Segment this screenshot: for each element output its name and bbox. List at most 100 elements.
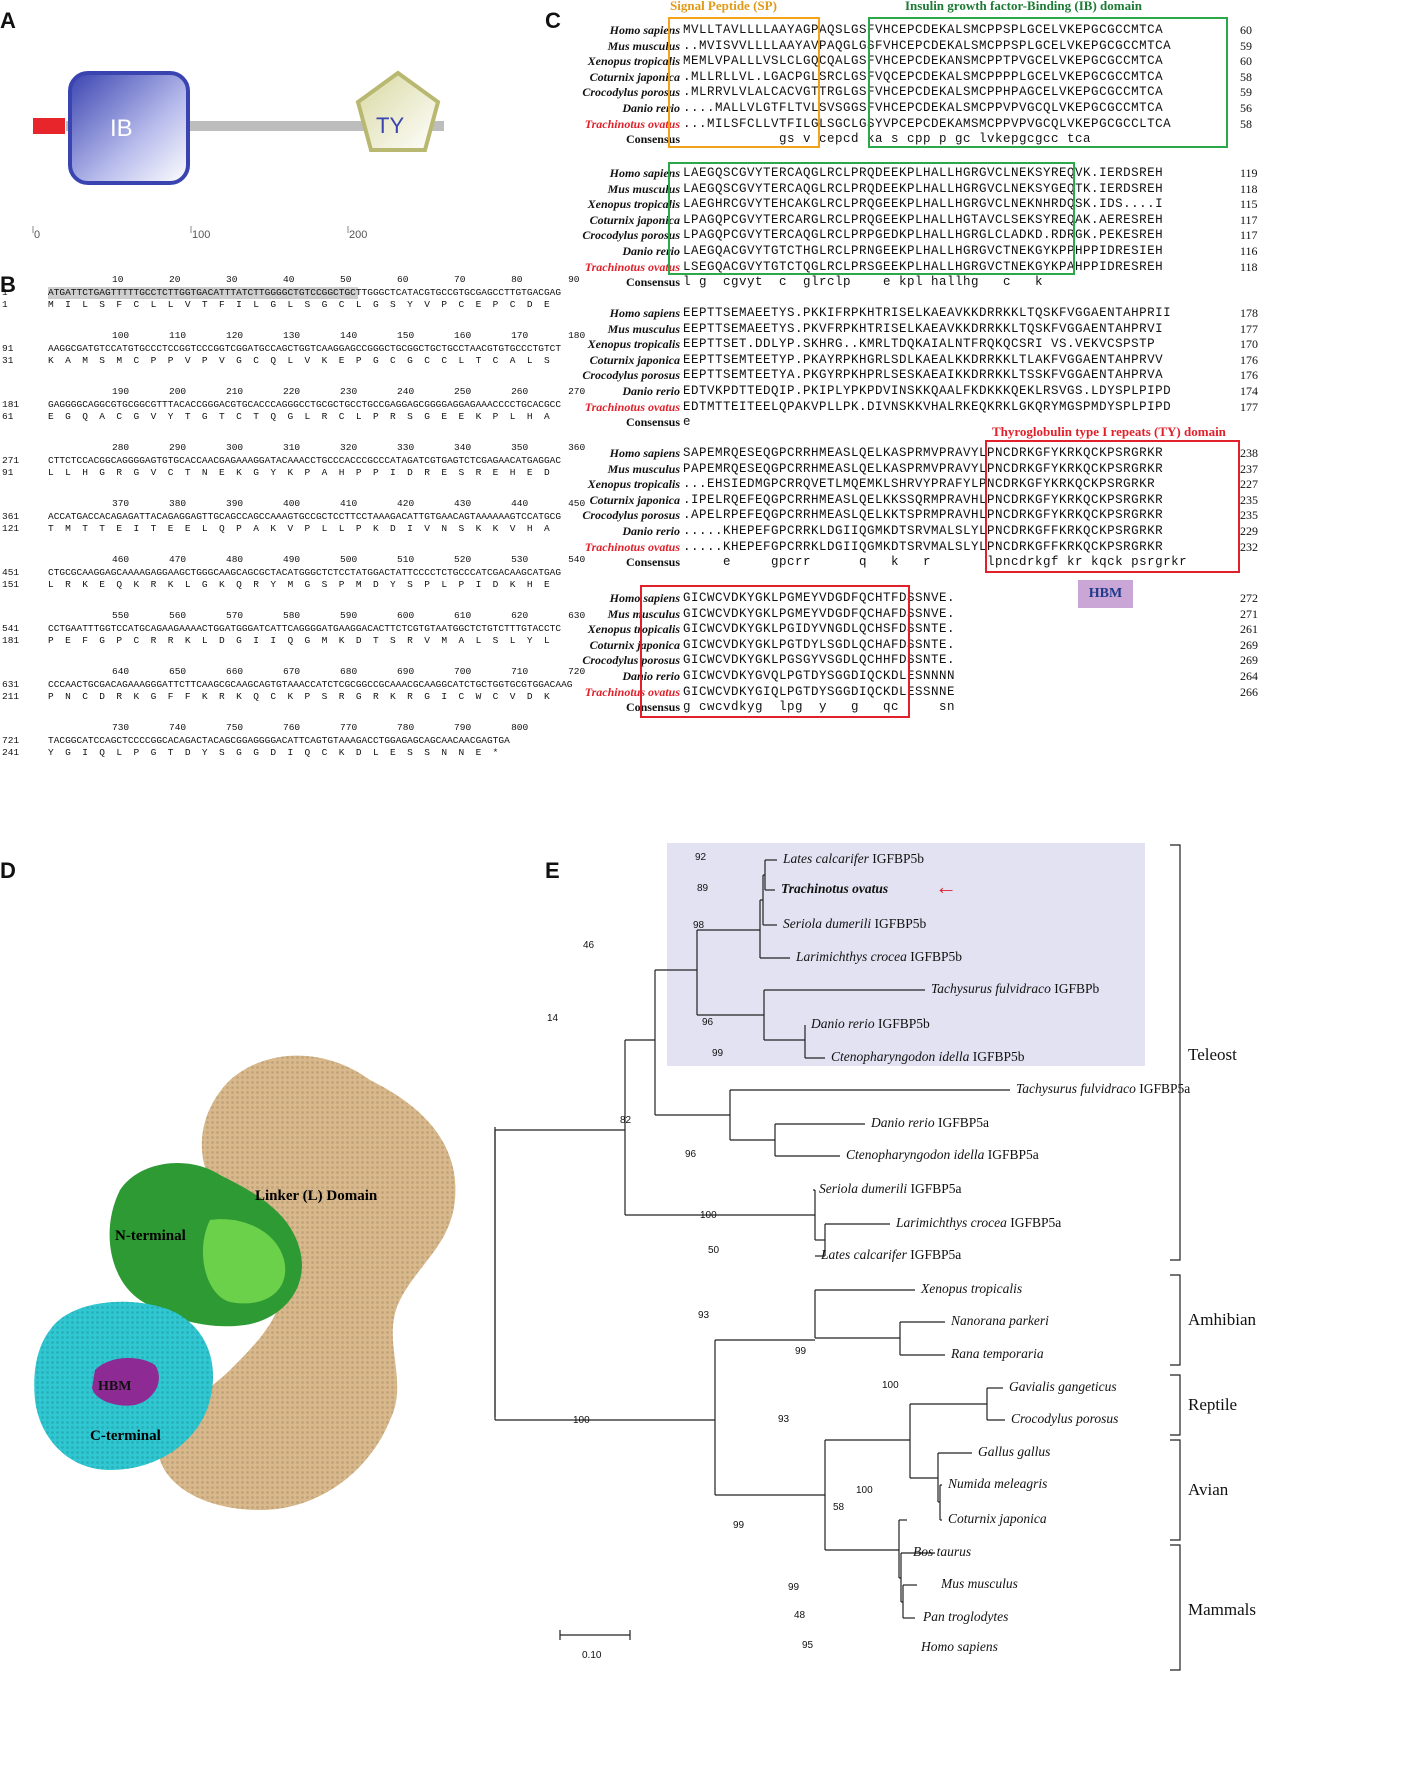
taxon-species: Seriola dumerili [783, 916, 872, 931]
nt-index: 451 [2, 567, 20, 578]
amino-acid-row: L L H G R G V C T N E K G Y K P A H P P … [48, 467, 550, 478]
nucleotide-row: GAGGGGCAGGCGTGCGGCGTTTACACCGGGACGTGCACCC… [48, 399, 562, 410]
group-label: Mammals [1188, 1600, 1256, 1619]
aligned-sequence: GICWCVDKYGKLPGMEYVDGDFQCHAFDSSNVE. [683, 606, 956, 621]
taxon-species: Tachysurus fulvidraco [931, 981, 1051, 996]
taxon-gene: IGFBP5a [984, 1147, 1039, 1162]
aligned-sequence: LAEGHRCGVYTEHCAKGLRCLPRQGEEKPLHALLHGRGVC… [683, 197, 1164, 212]
panel-label-c: C [545, 8, 561, 33]
axis-label-0: 0 [34, 229, 40, 241]
residue-count: 261 [1240, 622, 1258, 637]
amino-acid-row: P N C D R K G F F K R K Q C K P S R G R … [48, 691, 550, 702]
signal-peptide-box [668, 17, 820, 148]
aa-index: 1 [2, 299, 8, 310]
taxon-species: Xenopus tropicalis [921, 1281, 1023, 1296]
teleost-b-clade-shading [667, 843, 1145, 1066]
species-name: Trachinotus ovatus [584, 399, 680, 414]
ib-domain-block [68, 71, 190, 185]
aligned-sequence: MEMLVPALLLVSLCLGQCQALGSFVHCEPCDEKANSMCPP… [683, 54, 1164, 69]
species-name: Coturnix japonica [589, 212, 680, 227]
panel-label-e: E [545, 858, 560, 883]
nt-index: 721 [2, 735, 20, 746]
nucleotide-row: ATGATTCTGAGTTTTTGCCTCTTGGTGACATTTATCTTGG… [48, 287, 562, 299]
taxon-species: Larimichthys crocea [896, 1215, 1007, 1230]
aa-index: 211 [2, 691, 20, 702]
species-name: Xenopus tropicalis [587, 54, 680, 69]
residue-count: 177 [1240, 321, 1258, 336]
aligned-sequence: LPAGQPCGVYTERCAQGLRCLPRPGEDKPLHALLHGRGLC… [683, 228, 1164, 243]
bootstrap-value: 58 [833, 1502, 845, 1513]
residue-count: 269 [1240, 637, 1258, 652]
residue-count: 177 [1240, 399, 1258, 414]
residue-count: 59 [1240, 85, 1252, 100]
taxon-label: Xenopus tropicalis [921, 1281, 1022, 1297]
residue-count: 58 [1240, 69, 1252, 84]
residue-count: 266 [1240, 684, 1258, 699]
aligned-sequence: .....KHEPEFGPCRRKLDGIIQGMKDTSRVMALSLYLPN… [683, 539, 1164, 554]
nucleotide-row: AAGGCGATGTCCATGTGCCCTCCGGTCCCGGTCGGATGCC… [48, 343, 562, 354]
taxon-label: Trachinotus ovatus [781, 881, 888, 897]
aligned-sequence: PAPEMRQESEQGPCRRHMEASLQELKASPRMVPRAVYLPN… [683, 461, 1164, 476]
bootstrap-value: 50 [708, 1245, 720, 1256]
ty-domain-block [355, 70, 441, 152]
taxon-species: Danio rerio [811, 1016, 875, 1031]
residue-count: 117 [1240, 212, 1258, 227]
taxon-species: Pan troglodytes [923, 1609, 1009, 1624]
taxon-species: Rana temporaria [951, 1346, 1044, 1361]
species-name: Xenopus tropicalis [587, 197, 680, 212]
n-terminal-label: N-terminal [115, 1228, 186, 1244]
taxon-gene: IGFBP5a [1135, 1081, 1191, 1096]
bootstrap-value: 100 [882, 1380, 899, 1391]
highlight-arrow-icon: ← [935, 874, 957, 899]
bootstrap-value: 14 [547, 1013, 559, 1024]
taxon-species: Numida meleagris [948, 1476, 1048, 1491]
bootstrap-value: 48 [794, 1610, 806, 1621]
taxon-label: Seriola dumerili IGFBP5a [819, 1181, 962, 1197]
taxon-label: Bos taurus [913, 1544, 971, 1560]
residue-count: 264 [1240, 669, 1258, 683]
seq-position-ruler: 280 290 300 310 320 330 340 350 360 [112, 442, 586, 453]
nucleotide-row: ACCATGACCACAGAGATTACAGAGGAGTTGCAGCCAGCCA… [48, 511, 562, 522]
aligned-sequence: GICWCVDKYGKLPGSGYVSGDLQCHHFDSSNTE. [683, 653, 956, 668]
aligned-sequence: LPAGQPCGVYTERCARGLRCLPRQGEEKPLHALLHGTAVC… [683, 212, 1164, 227]
aligned-sequence: EDTMTTEITEELQPAKVPLLPK.DIVNSKKVHALRKEQKR… [683, 399, 1172, 414]
species-name: Homo sapiens [609, 591, 680, 605]
residue-count: 60 [1240, 23, 1252, 37]
seq-position-ruler: 640 650 660 670 680 690 700 710 720 [112, 666, 586, 677]
ty-title: Thyroglobulin type I repeats (TY) domain [992, 424, 1226, 439]
aligned-sequence: EDTVKPDTTEDQIP.PKIPLYPKPDVINSKKQAALFKDKK… [683, 384, 1172, 398]
nucleotide-row: CTGCGCAAGGAGCAAAAGAGGAAGCTGGGCAAGCAGCGCT… [48, 567, 562, 578]
taxon-gene: IGFBP5a [934, 1115, 990, 1130]
residue-count: 59 [1240, 38, 1252, 53]
taxon-species: Danio rerio [871, 1115, 935, 1130]
species-name: Trachinotus ovatus [584, 116, 680, 131]
cdna-sequence-panel: 10 20 30 40 50 60 70 80 90 1 ATGATTCTGAGTT… [0, 272, 585, 792]
nt-index: 181 [2, 399, 20, 410]
taxon-species: Homo sapiens [921, 1639, 998, 1654]
linker-domain-label: Linker (L) Domain [255, 1188, 378, 1204]
residue-count: 60 [1240, 54, 1252, 69]
species-name: Crocodylus porosus [582, 228, 680, 243]
aligned-sequence: GICWCVDKYGKLPGTDYLSGDLQCHAFDSSNTE. [683, 637, 956, 652]
residue-count: 227 [1240, 477, 1258, 492]
ty-domain-label: TY [376, 113, 404, 138]
taxon-species: Crocodylus porosus [1011, 1411, 1119, 1426]
residue-count: 116 [1240, 244, 1258, 258]
taxon-gene: IGFBPb [1050, 981, 1100, 996]
panel-label-b: B [0, 272, 16, 297]
aligned-sequence: ...MILSFCLLVTFILGLSGCLGSYVPCEPCDEKAMSMCP… [683, 116, 1172, 131]
ty-domain-box-2 [640, 585, 910, 718]
species-name: Crocodylus porosus [582, 508, 680, 523]
taxon-label: Numida meleagris [948, 1476, 1047, 1492]
residue-count: 272 [1240, 591, 1258, 605]
group-label: Reptile [1188, 1395, 1238, 1414]
aligned-sequence: MVLLTAVLLLLAAYAGPAQSLGSFVHCEPCDEKALSMCPP… [683, 23, 1164, 37]
bootstrap-value: 46 [583, 940, 595, 951]
axis-label-100: 100 [192, 229, 210, 241]
sp-title: Signal Peptide (SP) [670, 0, 777, 13]
taxon-species: Gavialis gangeticus [1009, 1379, 1117, 1394]
bootstrap-value: 99 [712, 1048, 724, 1059]
taxon-gene: IGFBP5a [907, 1181, 962, 1196]
bootstrap-value: 98 [693, 920, 705, 931]
seq-position-ruler: 10 20 30 40 50 60 70 80 90 [112, 274, 580, 285]
